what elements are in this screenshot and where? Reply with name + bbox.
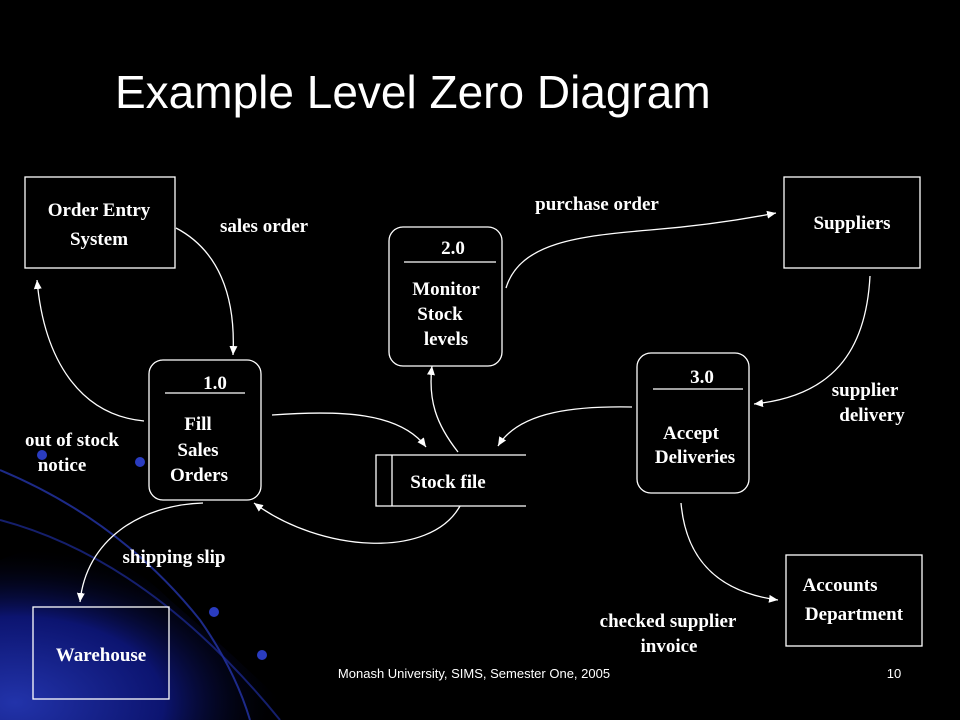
entity-label-line: System bbox=[70, 229, 128, 250]
flow-order-to-stock bbox=[271, 412, 427, 448]
process-label-line: Fill bbox=[184, 414, 211, 435]
flow-label: delivery bbox=[839, 405, 905, 426]
entity-label-line: Accounts bbox=[803, 575, 878, 596]
slide-title: Example Level Zero Diagram bbox=[115, 66, 711, 118]
process-label-line: Monitor bbox=[412, 279, 480, 300]
decor-dot bbox=[209, 607, 219, 617]
flow-out-of-stock-notice: out of stock notice bbox=[25, 279, 145, 476]
flow-purchase-order: purchase order bbox=[505, 194, 777, 289]
flow-stock-to-orders bbox=[253, 502, 461, 544]
process-label-line: Accept bbox=[663, 423, 720, 444]
flow-supplier-delivery: supplier delivery bbox=[753, 275, 905, 426]
flow-label: shipping slip bbox=[123, 547, 226, 568]
flow-shipping-slip: shipping slip bbox=[76, 502, 226, 603]
flow-checked-supplier-invoice: checked supplier invoice bbox=[600, 502, 779, 657]
entity-accounts-department: Accounts Department bbox=[785, 554, 923, 647]
flow-label: checked supplier bbox=[600, 611, 737, 632]
flow-delivery-to-stock bbox=[497, 406, 633, 447]
entity-label-line: Suppliers bbox=[813, 213, 890, 234]
flow-sales-order: sales order bbox=[175, 216, 309, 356]
flow-label: purchase order bbox=[535, 194, 659, 215]
decor-dot bbox=[37, 450, 47, 460]
data-store-stock-file: Stock file bbox=[375, 454, 526, 507]
entity-label-line: Department bbox=[805, 604, 904, 625]
entity-order-entry-system: Order Entry System bbox=[24, 176, 176, 269]
process-label-line: levels bbox=[424, 329, 468, 350]
slide-footer: Monash University, SIMS, Semester One, 2… bbox=[338, 666, 610, 681]
process-accept-deliveries: 3.0 Accept Deliveries bbox=[636, 352, 750, 494]
decor-dot bbox=[135, 457, 145, 467]
process-label-line: Sales bbox=[177, 440, 218, 461]
entity-label-line: Order Entry bbox=[48, 200, 151, 221]
flow-stock-to-monitor bbox=[426, 365, 459, 453]
process-number: 2.0 bbox=[441, 238, 465, 259]
flow-label: sales order bbox=[220, 216, 309, 237]
slide-page-number: 10 bbox=[887, 666, 901, 681]
decor-dot bbox=[257, 650, 267, 660]
data-store-label: Stock file bbox=[410, 472, 485, 493]
flow-label: notice bbox=[38, 455, 87, 476]
entity-warehouse: Warehouse bbox=[32, 606, 170, 700]
process-monitor-stock-levels: 2.0 Monitor Stock levels bbox=[388, 226, 503, 367]
flow-label: invoice bbox=[641, 636, 698, 657]
process-label-line: Deliveries bbox=[655, 447, 735, 468]
flow-label: out of stock bbox=[25, 430, 119, 451]
entity-suppliers: Suppliers bbox=[783, 176, 921, 269]
entity-label-line: Warehouse bbox=[56, 645, 146, 666]
process-fill-sales-orders: 1.0 Fill Sales Orders bbox=[148, 359, 262, 501]
process-number: 3.0 bbox=[690, 367, 714, 388]
process-label-line: Orders bbox=[170, 465, 228, 486]
process-label-line: Stock bbox=[417, 304, 463, 325]
process-number: 1.0 bbox=[203, 373, 227, 394]
flow-label: supplier bbox=[832, 380, 899, 401]
